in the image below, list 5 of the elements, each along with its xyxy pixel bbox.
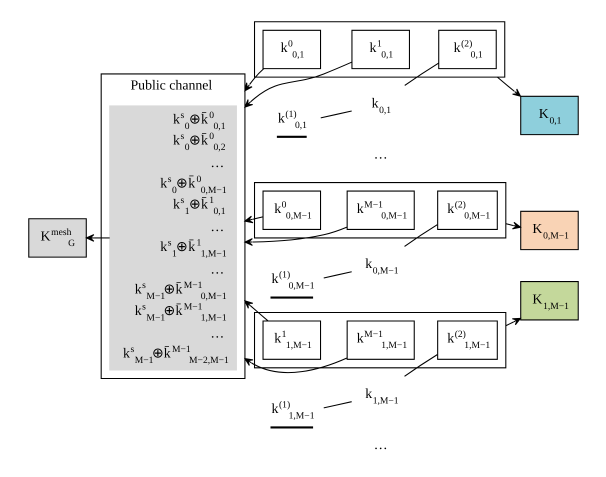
node-text: k$_{0,M−1}$ [364,256,398,276]
label: … [373,146,388,161]
node-text: k$_{0,1}$ [371,94,391,116]
label: … [373,436,388,452]
node-text: k$_{1,M−1}$ [364,386,398,406]
